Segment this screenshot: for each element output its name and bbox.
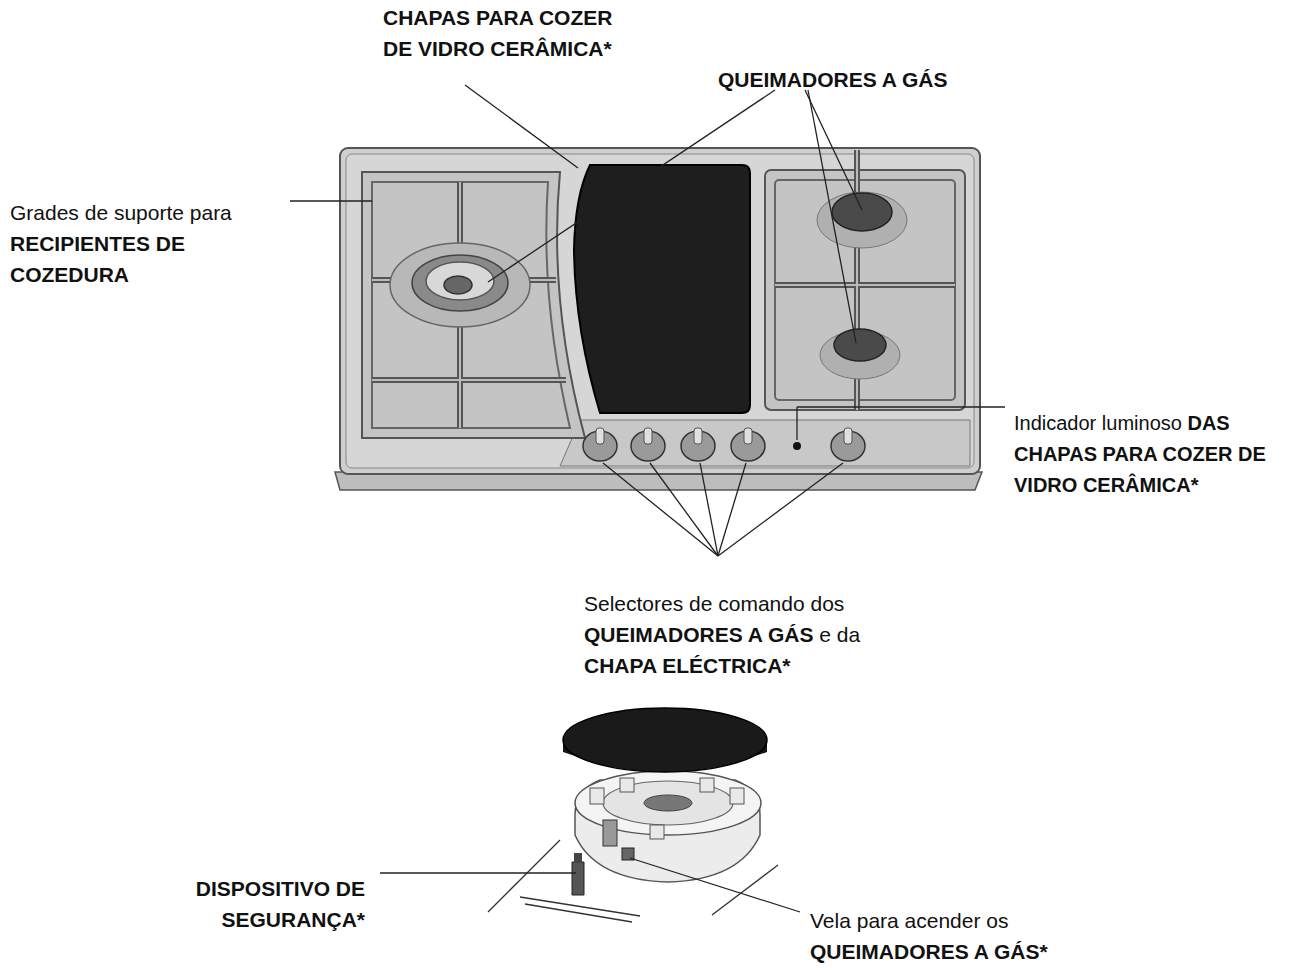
label-block: Grades de suporte para RECIPIENTES DE CO… bbox=[10, 197, 285, 290]
part-label: QUEIMADORES A GÁS* bbox=[810, 936, 1170, 967]
part-label: e da bbox=[819, 623, 860, 646]
part-label: DISPOSITIVO DE SEGURANÇA* bbox=[196, 877, 365, 931]
part-label: Indicador luminoso bbox=[1014, 412, 1182, 434]
part-label: Grades de suporte para bbox=[10, 197, 285, 228]
label-block: Selectores de comando dos QUEIMADORES A … bbox=[584, 588, 964, 681]
part-label: RECIPIENTES DE COZEDURA bbox=[10, 228, 225, 290]
label-block: DISPOSITIVO DE SEGURANÇA* bbox=[150, 873, 365, 935]
label-block: Vela para acender os QUEIMADORES A GÁS* bbox=[810, 905, 1170, 967]
part-label: QUEIMADORES A GÁS bbox=[718, 68, 947, 91]
label-block: CHAPAS PARA COZER DE VIDRO CERÂMICA* bbox=[383, 2, 618, 64]
label-block: QUEIMADORES A GÁS bbox=[718, 64, 1018, 95]
part-label: Selectores de comando dos bbox=[584, 588, 964, 619]
part-label: Vela para acender os bbox=[810, 905, 1170, 936]
part-label: QUEIMADORES A GÁS bbox=[584, 623, 813, 646]
label-block: Indicador luminoso DAS CHAPAS PARA COZER… bbox=[1014, 408, 1296, 501]
part-label: CHAPA ELÉCTRICA* bbox=[584, 650, 964, 681]
part-label: CHAPAS PARA COZER DE VIDRO CERÂMICA* bbox=[383, 6, 612, 60]
